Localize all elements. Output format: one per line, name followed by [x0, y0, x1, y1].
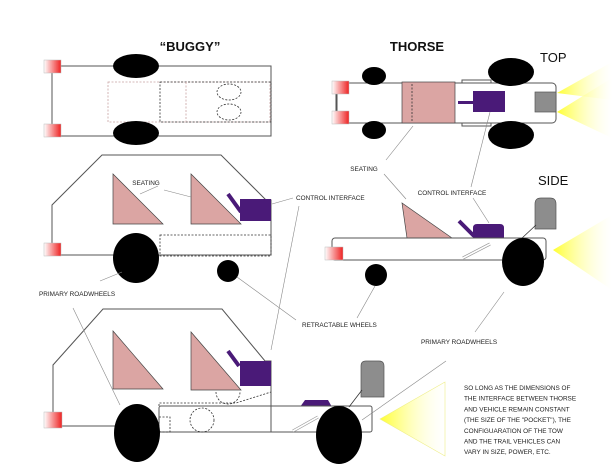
headlight: [534, 91, 557, 113]
thorse-title: THORSE: [390, 39, 445, 54]
seat: [401, 202, 454, 239]
taillight: [43, 123, 62, 138]
wheel: [113, 54, 159, 78]
buggy-side-view: [43, 154, 272, 283]
seat: [401, 81, 456, 124]
control-interface: [240, 199, 271, 221]
note-text: SO LONG AS THE DIMENSIONS OF THE INTERFA…: [464, 385, 576, 456]
headlight: [360, 360, 385, 398]
taillight: [331, 80, 350, 95]
headlight-beam: [379, 381, 446, 457]
wheel: [488, 121, 534, 149]
leader-lines: [72, 111, 505, 421]
control-interface: [240, 361, 271, 386]
seat: [190, 173, 242, 225]
headlight-beam: [557, 78, 612, 138]
seating-label-buggy: SEATING: [132, 180, 160, 187]
svg-text:AND THE TRAIL VEHICLES CAN: AND THE TRAIL VEHICLES CAN: [464, 439, 561, 446]
control-interface-label-buggy: CONTROL INTERFACE: [296, 195, 365, 202]
wheel: [362, 121, 386, 139]
headlight-beam: [553, 215, 612, 290]
svg-text:(THE SIZE OF THE "POCKET"), TH: (THE SIZE OF THE "POCKET"), THE: [464, 417, 571, 424]
svg-text:THE INTERFACE BETWEEN THORSE: THE INTERFACE BETWEEN THORSE: [464, 396, 576, 403]
retractable-wheel: [365, 264, 387, 286]
primary-roadwheels-label-left: PRIMARY ROADWHEELS: [39, 291, 115, 298]
seat: [112, 330, 164, 390]
svg-text:AND VEHICLE REMAIN CONSTANT: AND VEHICLE REMAIN CONSTANT: [464, 406, 570, 413]
combined-side-view: [43, 308, 446, 464]
svg-text:SO LONG AS THE DIMENSIONS OF: SO LONG AS THE DIMENSIONS OF: [464, 385, 571, 392]
headlight: [534, 197, 557, 230]
thorse-side-view: [324, 197, 612, 290]
primary-roadwheel: [502, 238, 544, 286]
primary-roadwheel: [113, 233, 159, 283]
svg-text:VARY IN SIZE, POWER, ETC.: VARY IN SIZE, POWER, ETC.: [464, 449, 551, 456]
primary-roadwheels-label-right: PRIMARY ROADWHEELS: [421, 339, 497, 346]
wheel: [362, 67, 386, 85]
buggy-title: “BUGGY”: [160, 39, 221, 54]
taillight: [43, 411, 63, 429]
retractable-wheel: [217, 260, 239, 282]
control-interface-label-thorse: CONTROL INTERFACE: [418, 190, 487, 197]
control-interface: [473, 224, 504, 238]
seating-label-thorse: SEATING: [350, 166, 378, 173]
side-view-label: SIDE: [538, 173, 569, 188]
wheel: [488, 58, 534, 86]
control-interface: [473, 91, 505, 112]
seat: [112, 173, 164, 225]
retractable-wheels-label: RETRACTABLE WHEELS: [302, 322, 377, 329]
top-view-label: TOP: [540, 50, 567, 65]
buggy-top-view: [43, 54, 272, 145]
seat: [190, 331, 242, 391]
primary-roadwheel: [114, 404, 160, 462]
taillight: [331, 110, 350, 125]
taillight: [43, 59, 62, 74]
wheel: [113, 121, 159, 145]
thorse-top-view: [331, 58, 612, 149]
taillight: [324, 246, 344, 261]
primary-roadwheel: [316, 406, 362, 464]
svg-text:CONFIGUARATION OF THE TOW: CONFIGUARATION OF THE TOW: [464, 428, 564, 435]
taillight: [43, 242, 62, 257]
